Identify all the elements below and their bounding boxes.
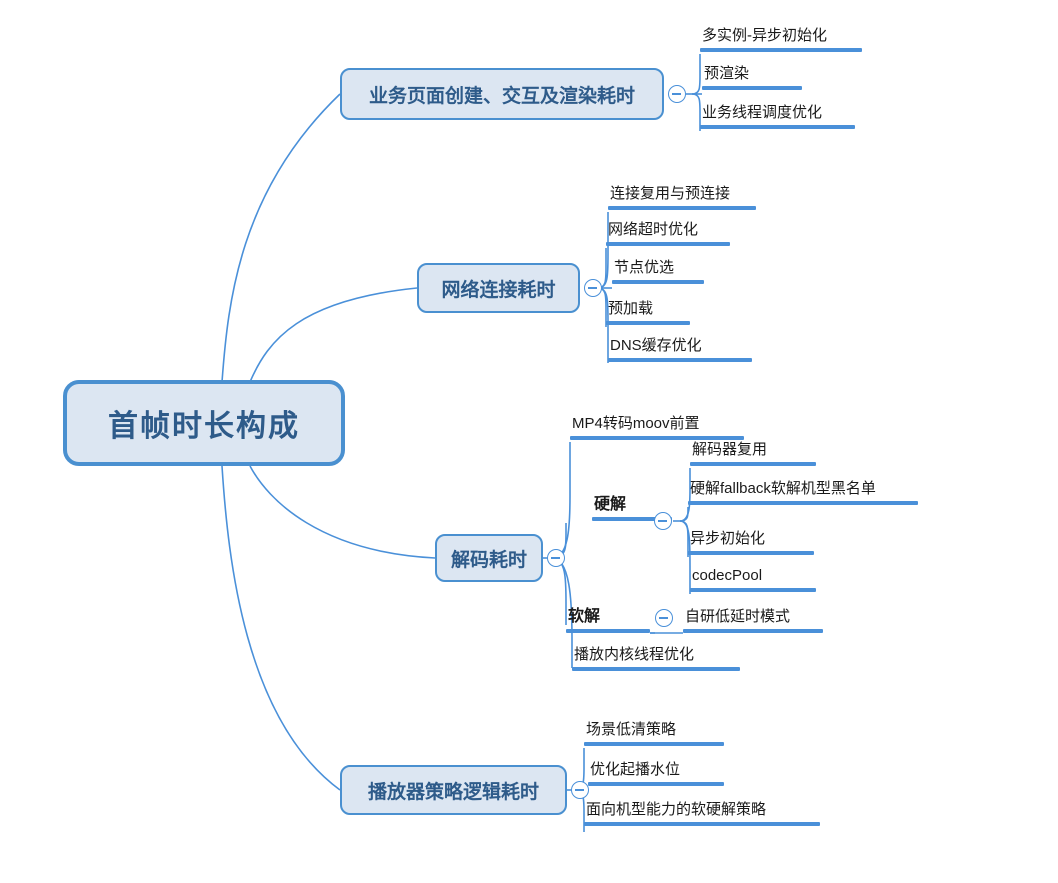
leaf-node-multi-instance-async-init[interactable]: 多实例-异步初始化 [700, 26, 862, 52]
leaf-label: 网络超时优化 [608, 221, 699, 238]
leaf-label: 多实例-异步初始化 [702, 27, 827, 44]
leaf-label: MP4转码moov前置 [572, 415, 700, 432]
leaf-node-self-developed-low-latency[interactable]: 自研低延时模式 [683, 607, 823, 633]
mid-node-underline [592, 517, 672, 521]
leaf-underline [690, 462, 816, 466]
leaf-underline [702, 86, 802, 90]
leaf-underline [688, 501, 918, 505]
leaf-node-node-selection[interactable]: 节点优选 [612, 258, 704, 284]
leaf-label: 解码器复用 [692, 441, 768, 458]
branch-node-decoding[interactable]: 解码耗时 [435, 534, 543, 582]
minus-circle-icon-branch-player-strategy[interactable] [571, 781, 589, 799]
leaf-underline [700, 48, 862, 52]
leaf-node-optimize-start-buffer[interactable]: 优化起播水位 [588, 760, 724, 786]
branch-node-player-strategy[interactable]: 播放器策略逻辑耗时 [340, 765, 567, 815]
minus-circle-icon-branch-network-connection[interactable] [584, 279, 602, 297]
minus-circle-icon-branch-decoding[interactable] [547, 549, 565, 567]
leaf-label: 异步初始化 [690, 530, 766, 547]
leaf-underline [570, 436, 744, 440]
mid-node-hardware-decode[interactable]: 硬解 [592, 495, 672, 521]
leaf-underline [584, 822, 820, 826]
leaf-underline [584, 742, 724, 746]
leaf-node-low-definition-strategy[interactable]: 场景低清策略 [584, 720, 724, 746]
leaf-underline [572, 667, 740, 671]
minus-circle-icon-hardware-decode[interactable] [654, 512, 672, 530]
leaf-underline [608, 358, 752, 362]
minus-circle-icon-software-decode[interactable] [655, 609, 673, 627]
leaf-node-hw-fallback-blacklist[interactable]: 硬解fallback软解机型黑名单 [688, 479, 918, 505]
root-node[interactable]: 首帧时长构成 [63, 380, 345, 466]
leaf-underline [588, 782, 724, 786]
leaf-label: 预加载 [608, 300, 654, 317]
leaf-node-prerender[interactable]: 预渲染 [702, 64, 802, 90]
leaf-underline [690, 588, 816, 592]
leaf-node-async-init[interactable]: 异步初始化 [688, 529, 814, 555]
leaf-underline [688, 551, 814, 555]
leaf-underline [606, 242, 730, 246]
leaf-underline [612, 280, 704, 284]
leaf-node-codec-pool[interactable]: codecPool [690, 566, 816, 592]
leaf-label: 播放内核线程优化 [574, 646, 695, 663]
leaf-label: 自研低延时模式 [685, 608, 791, 625]
leaf-underline [700, 125, 855, 129]
leaf-label: 面向机型能力的软硬解策略 [586, 801, 767, 818]
branch-node-network-connection[interactable]: 网络连接耗时 [417, 263, 580, 313]
leaf-node-mp4-moov[interactable]: MP4转码moov前置 [570, 414, 744, 440]
leaf-node-network-timeout[interactable]: 网络超时优化 [606, 220, 730, 246]
leaf-label: 预渲染 [704, 65, 750, 82]
branch-node-business-page[interactable]: 业务页面创建、交互及渲染耗时 [340, 68, 664, 120]
leaf-underline [683, 629, 823, 633]
leaf-node-dns-cache[interactable]: DNS缓存优化 [608, 336, 752, 362]
leaf-label: 连接复用与预连接 [610, 185, 731, 202]
leaf-underline [606, 321, 690, 325]
leaf-node-business-thread-schedule[interactable]: 业务线程调度优化 [700, 103, 855, 129]
leaf-label: 节点优选 [614, 259, 675, 276]
leaf-label: codecPool [692, 567, 763, 584]
leaf-underline [608, 206, 756, 210]
leaf-label: 优化起播水位 [590, 761, 681, 778]
mid-node-label: 软解 [568, 608, 601, 625]
leaf-node-decoder-reuse[interactable]: 解码器复用 [690, 440, 816, 466]
leaf-node-preload[interactable]: 预加载 [606, 299, 690, 325]
leaf-label: 硬解fallback软解机型黑名单 [690, 480, 876, 497]
mid-node-label: 硬解 [594, 496, 627, 513]
leaf-label: DNS缓存优化 [610, 337, 702, 354]
mid-node-underline [566, 629, 650, 633]
minus-circle-icon-branch-business-page[interactable] [668, 85, 686, 103]
leaf-node-playback-kernel-thread[interactable]: 播放内核线程优化 [572, 645, 740, 671]
leaf-node-connection-reuse[interactable]: 连接复用与预连接 [608, 184, 756, 210]
leaf-node-device-capability-strategy[interactable]: 面向机型能力的软硬解策略 [584, 800, 820, 826]
leaf-label: 业务线程调度优化 [702, 104, 823, 121]
leaf-label: 场景低清策略 [586, 721, 677, 738]
mid-node-software-decode[interactable]: 软解 [566, 607, 650, 633]
